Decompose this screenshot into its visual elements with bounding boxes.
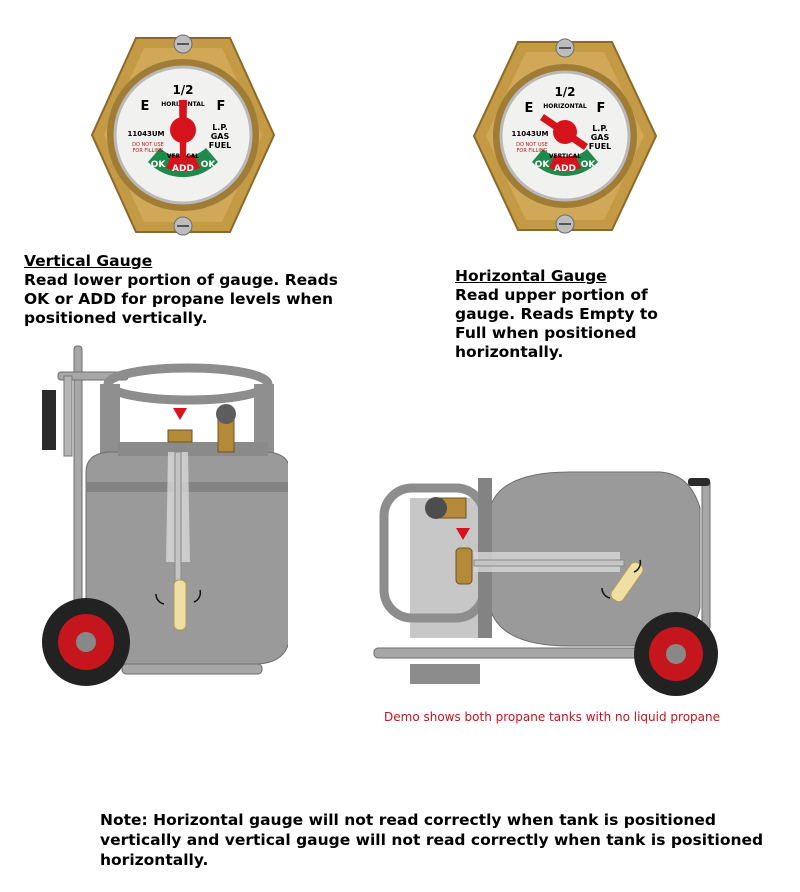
svg-text:FUEL: FUEL — [589, 142, 612, 151]
gauge-needle — [170, 100, 196, 158]
vertical-tank-photo — [42, 345, 288, 686]
vertical-gauge-photo: 1/2 E F HORIZONTAL 11043UM DO NOT USE FO… — [90, 34, 276, 236]
svg-text:DO NOT USE: DO NOT USE — [516, 142, 548, 148]
note-line: Note: Horizontal gauge will not read cor… — [100, 811, 717, 829]
svg-text:FUEL: FUEL — [209, 141, 232, 150]
svg-text:1/2: 1/2 — [172, 83, 193, 97]
gauge-pointer-arrow-icon — [173, 408, 187, 420]
bottom-note: Note: Horizontal gauge will not read cor… — [100, 810, 763, 870]
svg-text:DO NOT USE: DO NOT USE — [132, 142, 164, 148]
svg-text:OK: OK — [535, 160, 551, 170]
svg-text:F: F — [217, 99, 226, 114]
horizontal-tank-photo — [373, 471, 718, 696]
svg-text:11043UM: 11043UM — [511, 130, 548, 138]
note-line: horizontally. — [100, 851, 209, 869]
svg-text:GAS: GAS — [591, 133, 610, 142]
caption-line: Read lower portion of gauge. Reads — [24, 271, 338, 289]
svg-text:11043UM: 11043UM — [127, 130, 164, 138]
caption-line: Full when positioned — [455, 324, 637, 342]
svg-text:ADD: ADD — [554, 164, 576, 174]
svg-text:OK: OK — [151, 160, 167, 170]
horizontal-gauge-heading: Horizontal Gauge — [455, 267, 607, 285]
svg-text:FOR FILLING: FOR FILLING — [517, 148, 548, 154]
caption-line: Read upper portion of — [455, 286, 648, 304]
caption-line: gauge. Reads Empty to — [455, 305, 658, 323]
svg-text:GAS: GAS — [211, 132, 230, 141]
horizontal-gauge-photo: 1/2 E F HORIZONTAL 11043UM DO NOT USE FO… — [472, 38, 658, 234]
svg-text:ADD: ADD — [172, 164, 194, 174]
svg-text:1/2: 1/2 — [554, 85, 575, 99]
note-line: vertically and vertical gauge will not r… — [100, 831, 764, 849]
svg-text:F: F — [597, 101, 606, 116]
horizontal-gauge-caption: Horizontal Gauge Read upper portion of g… — [455, 267, 658, 362]
svg-text:HORIZONTAL: HORIZONTAL — [543, 103, 587, 110]
svg-text:L.P.: L.P. — [212, 123, 228, 132]
svg-text:E: E — [525, 101, 534, 116]
svg-text:FOR FILLING: FOR FILLING — [133, 148, 164, 154]
svg-text:L.P.: L.P. — [592, 124, 608, 133]
vertical-gauge-heading: Vertical Gauge — [24, 252, 153, 270]
demo-note: Demo shows both propane tanks with no li… — [384, 710, 720, 724]
caption-line: horizontally. — [455, 343, 564, 361]
caption-line: positioned vertically. — [24, 309, 208, 327]
svg-text:OK: OK — [201, 160, 217, 170]
gauge-pointer-arrow-icon — [456, 528, 470, 540]
svg-text:OK: OK — [581, 160, 597, 170]
caption-line: OK or ADD for propane levels when — [24, 290, 333, 308]
vertical-gauge-caption: Vertical Gauge Read lower portion of gau… — [24, 252, 338, 328]
gauge-needle — [540, 114, 588, 150]
svg-text:VERTICAL: VERTICAL — [549, 153, 581, 160]
svg-text:E: E — [141, 99, 150, 114]
